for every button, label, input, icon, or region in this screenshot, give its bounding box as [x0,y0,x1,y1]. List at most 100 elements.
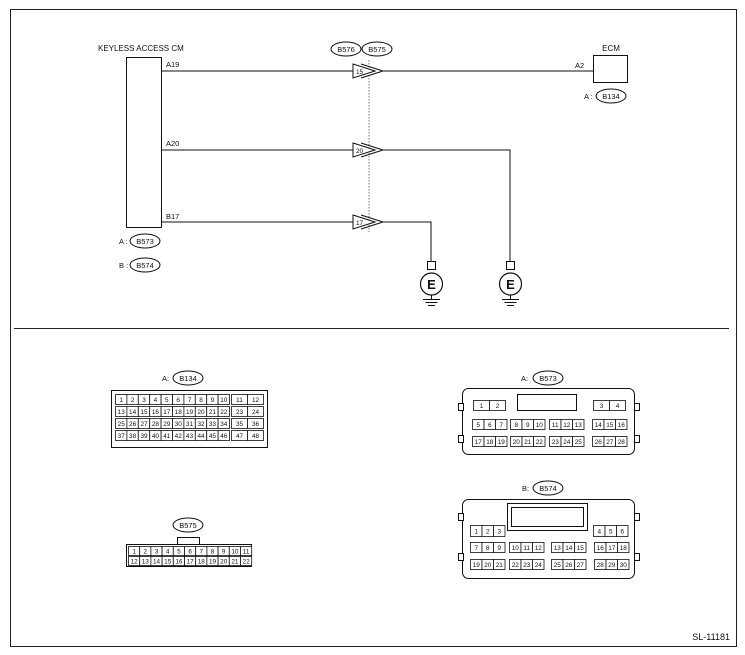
b573-pin-19-cell [495,436,508,447]
b574-pin-10: 10 [512,545,520,552]
b134-pin-19: 19 [186,409,194,416]
b134-pin-48-cell [247,430,264,441]
b134-pin-22-cell [217,406,230,417]
b134-pin-48: 48 [252,433,260,440]
keyless-conn-a-oval [129,233,161,249]
b575-code: B575 [179,521,197,530]
b573-pin-3: 3 [600,403,604,410]
b575-pin-11: 11 [243,548,250,555]
b575-pin-17: 17 [187,558,195,565]
b574-latch-l1 [458,513,464,521]
b573-prefix: A: [521,374,528,383]
joint-conn-b576-oval [330,41,362,57]
keyless-pin-a19: A19 [166,60,179,69]
b134-pin-43: 43 [186,433,194,440]
b575-pin-7: 7 [200,548,204,555]
b575-pin-9: 9 [222,548,226,555]
keyless-conn-a-prefix: A : [119,237,128,246]
b573-pin-1: 1 [480,403,484,410]
b574-pin-24: 24 [535,562,543,569]
ecm-pin-a2: A2 [575,61,584,70]
b574-oval [532,480,564,496]
b134-pin-42: 42 [175,433,183,440]
b573-latch-r2 [634,435,640,443]
b574-housing [462,499,635,579]
b573-latch-l2 [458,435,464,443]
b574-pin-16: 16 [597,545,605,552]
b134-pin-10: 10 [220,397,228,404]
joint-conn-b576-code: B576 [337,45,355,54]
b134-pin-23: 23 [236,409,244,416]
b134-pin-4: 4 [154,397,158,404]
b134-code: B134 [179,374,197,383]
b573-pin-24: 24 [563,439,571,446]
b574-pin-22: 22 [512,562,520,569]
b134-pin-38: 38 [129,433,137,440]
b134-pin-12: 12 [252,397,260,404]
b575-pin-14: 14 [153,558,161,565]
keyless-conn-a-code: B573 [136,237,154,246]
b134-pin-15: 15 [140,409,148,416]
b573-pin-16-cell [615,419,628,430]
b574-pin-2: 2 [486,528,490,535]
b573-pin-8: 8 [514,422,518,429]
b573-pin-20: 20 [513,439,521,446]
b573-pin-27: 27 [606,439,614,446]
b573-pin-21: 21 [524,439,532,446]
keyless-pin-b17: B17 [166,212,179,221]
b574-pin-6-cell [616,525,629,537]
b134-pin-44: 44 [197,433,205,440]
b574-pin-21-cell [493,559,506,570]
b134-pin-34: 34 [220,421,228,428]
b574-latch-r2 [634,553,640,561]
b134-pin-2: 2 [131,397,135,404]
b574-pin-1: 1 [474,528,478,535]
b574-pin-12: 12 [535,545,543,552]
b134-pin-22: 22 [220,409,228,416]
b573-pin-9: 9 [526,422,530,429]
b573-pin-2: 2 [496,403,500,410]
b574-pin-23: 23 [523,562,531,569]
b574-pin-28: 28 [597,562,605,569]
b134-pin-37: 37 [118,433,126,440]
ground-1: E [419,261,444,306]
b573-pin-28-cell [615,436,628,447]
b573-pin-28: 28 [618,439,626,446]
b574-pin-18: 18 [620,545,628,552]
b573-pin-22-cell [533,436,546,447]
b574-pin-6: 6 [620,528,624,535]
b134-pin-11: 11 [236,397,243,404]
b134-pin-31: 31 [186,421,194,428]
b134-pin-35: 35 [236,421,244,428]
b574-pin-30-cell [617,559,630,570]
joint-pin-17-label: 17 [356,220,364,227]
b574-lock-inner [511,507,584,527]
b134-pin-25: 25 [118,421,126,428]
b574-latch-r1 [634,513,640,521]
b575-pin-5: 5 [177,548,181,555]
keyless-module-title: KEYLESS ACCESS CM [98,44,184,53]
b574-pin-21: 21 [496,562,504,569]
b573-pin-7: 7 [499,422,503,429]
b573-pin-5: 5 [476,422,480,429]
b574-pin-30: 30 [620,562,628,569]
ground-2: E [498,261,523,306]
joint-conn-b575-oval [361,41,393,57]
b574-pin-29: 29 [608,562,616,569]
b134-pin-32: 32 [197,421,205,428]
b134-pin-39: 39 [140,433,148,440]
b573-lock [517,394,577,411]
b573-pin-25-cell [572,436,585,447]
b575-pin-3: 3 [155,548,159,555]
b575-pin-20: 20 [220,558,228,565]
b574-pin-7: 7 [474,545,478,552]
b134-pin-41: 41 [163,433,171,440]
b134-pin-20: 20 [197,409,205,416]
b573-pin-19: 19 [498,439,506,446]
b575-pin-13: 13 [142,558,150,565]
b573-pin-16: 16 [618,422,626,429]
b134-pin-8: 8 [199,397,203,404]
